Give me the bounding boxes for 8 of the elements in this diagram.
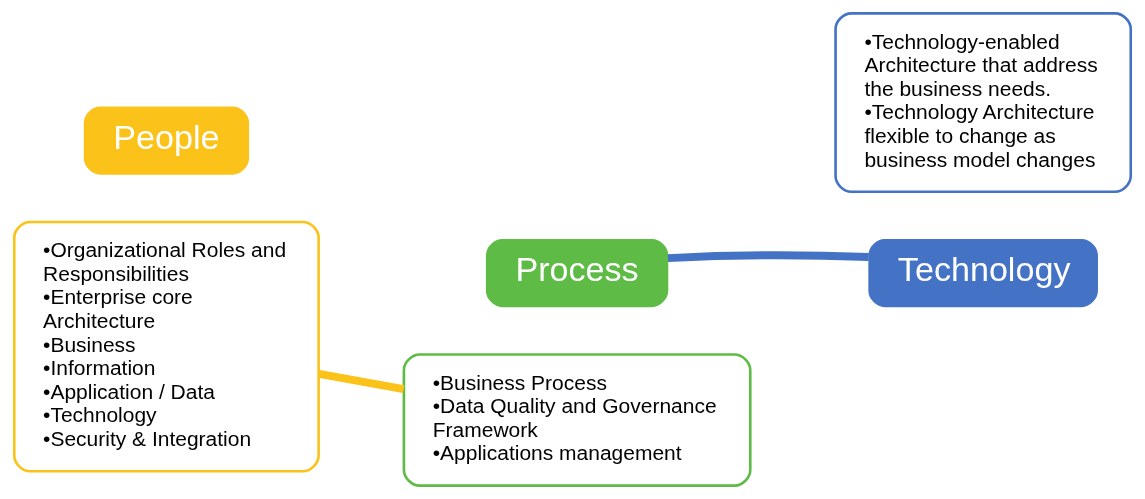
node-box: •Technology-enabled Architecture that address the business needs. •Technology Architecture flexible to change as business model changes	[834, 12, 1133, 194]
connector	[667, 251, 869, 263]
node-box: •Business Process •Data Quality and Governance Framework •Applications management	[402, 353, 752, 487]
connector	[318, 369, 405, 393]
node-box: Technology	[868, 239, 1098, 308]
node-box: Process	[485, 239, 669, 308]
node-box: People	[83, 106, 250, 175]
node-box: •Organizational Roles and Responsibilities •Enterprise core Architecture •Business •Information •Application / Data •Technology •Security & Integration	[12, 220, 320, 473]
